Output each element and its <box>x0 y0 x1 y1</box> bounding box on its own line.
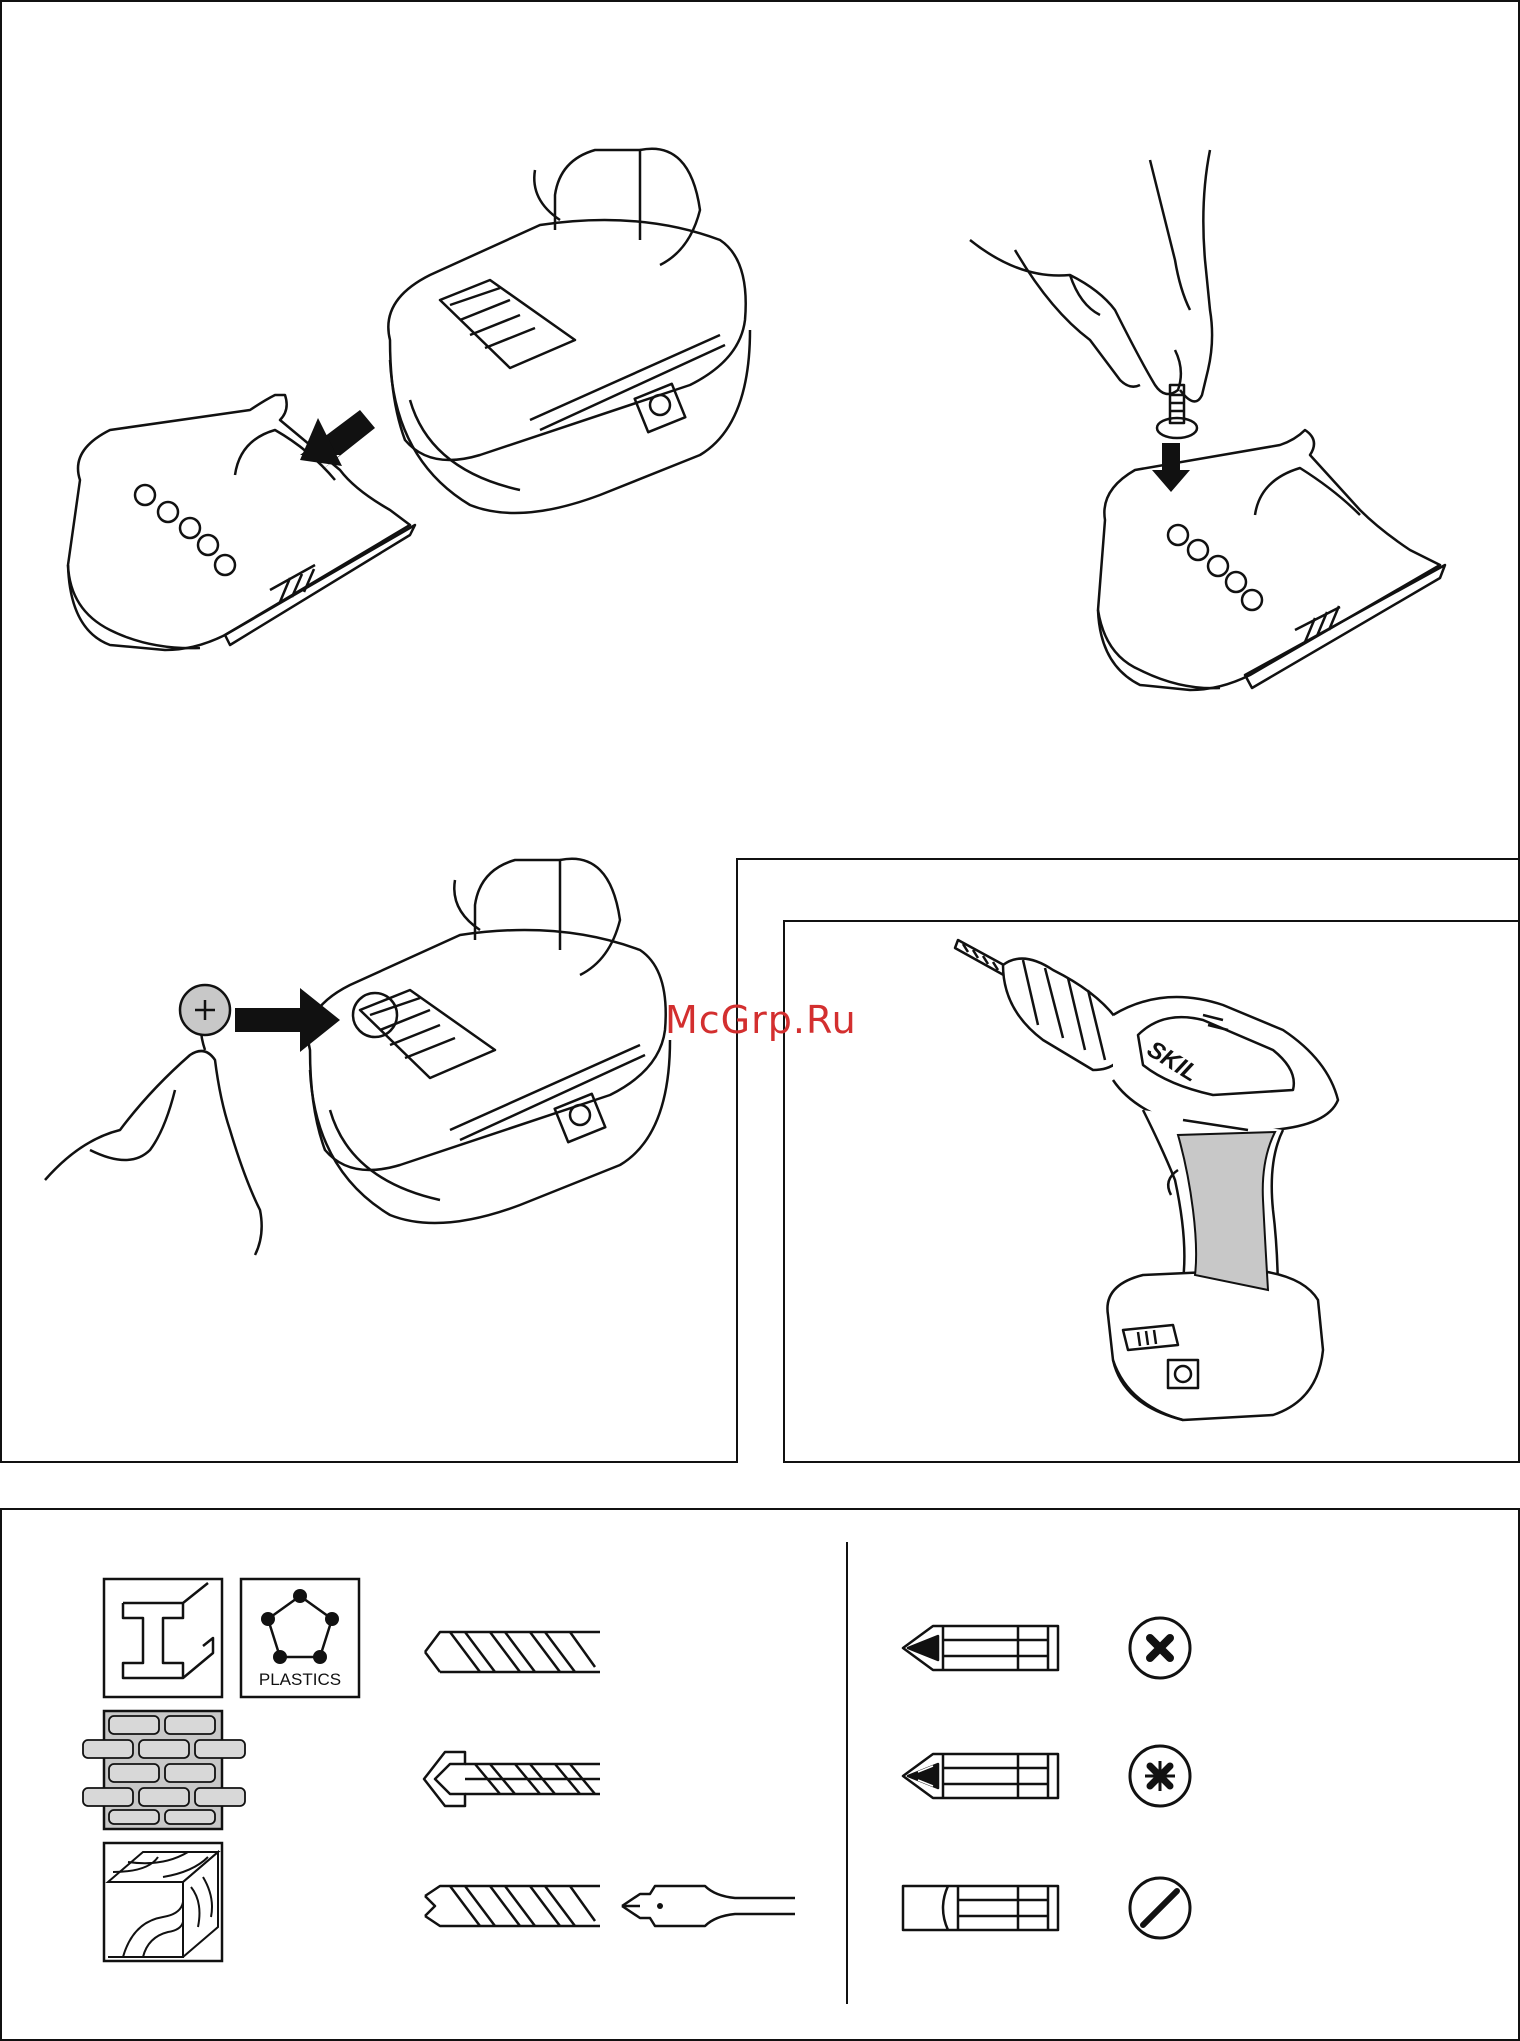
illustration-insert-bit <box>30 850 750 1270</box>
masonry-bit-icon <box>420 1744 610 1814</box>
figure-frame-bottom-line <box>0 1461 737 1463</box>
pozidriv-screw-head-icon <box>1125 1741 1195 1811</box>
slotted-screw-head-icon <box>1125 1873 1195 1943</box>
bit-selection-divider <box>846 1542 848 2004</box>
bit-selection-frame <box>0 1508 1520 2041</box>
spade-bit-icon <box>620 1876 800 1936</box>
masonry-brick-icon <box>103 1710 223 1830</box>
wood-brad-point-bit-icon <box>420 1876 610 1936</box>
pozidriv-bit-icon <box>898 1746 1068 1806</box>
drill-illustration <box>783 920 1520 1463</box>
wood-grain-icon <box>103 1842 223 1962</box>
metal-twist-bit-icon <box>420 1622 610 1682</box>
steel-beam-icon <box>103 1578 223 1698</box>
phillips-bit-icon <box>898 1618 1068 1678</box>
plastics-label: PLASTICS <box>240 1670 360 1690</box>
phillips-screw-head-icon <box>1125 1613 1195 1683</box>
illustration-screw-into-cover <box>940 140 1520 840</box>
slotted-bit-icon <box>898 1878 1068 1938</box>
